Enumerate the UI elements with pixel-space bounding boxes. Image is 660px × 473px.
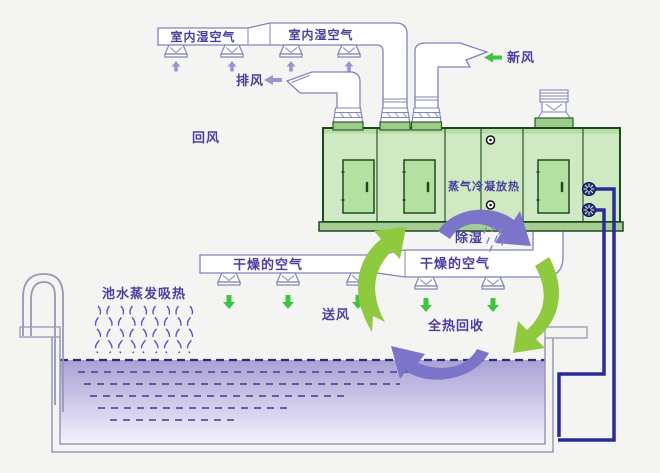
supply-diffuser bbox=[481, 276, 505, 290]
flow-arrows bbox=[357, 209, 559, 380]
duct-cone-joints bbox=[247, 23, 271, 45]
label-total-heat-recovery: 全热回收 bbox=[427, 318, 484, 334]
unit-fresh-air-louver bbox=[534, 89, 574, 129]
pool-deck-right bbox=[544, 326, 588, 339]
evaporation-purple-arrow bbox=[391, 346, 489, 380]
label-return-air: 回风 bbox=[192, 131, 220, 146]
heat-recovery-green-arrow bbox=[513, 257, 559, 353]
supply-diffuser bbox=[414, 276, 438, 290]
unit-access-door bbox=[340, 158, 376, 215]
dry-air-duct bbox=[199, 225, 564, 278]
condensate-droplets bbox=[483, 225, 505, 252]
return-grille bbox=[164, 44, 188, 58]
unit-access-door bbox=[535, 158, 571, 215]
return-grille bbox=[279, 44, 303, 58]
air-handling-unit bbox=[318, 89, 624, 232]
return-grille bbox=[220, 44, 244, 58]
condenser-pipes bbox=[557, 187, 616, 442]
duct-collar bbox=[379, 121, 411, 131]
label-fresh-air: 新风 bbox=[507, 50, 535, 66]
supply-diffuser bbox=[217, 272, 241, 286]
sensor-port bbox=[485, 200, 496, 210]
riser-joint bbox=[415, 96, 438, 101]
evaporation-steam-squiggles bbox=[94, 305, 194, 354]
duct-collar bbox=[410, 121, 443, 131]
condenser-pipe-fitting bbox=[581, 181, 597, 197]
label-dehumidify: 除湿 bbox=[455, 230, 483, 246]
return-up-arrow bbox=[286, 61, 296, 72]
label-pool-evaporation-heat: 池水蒸发吸热 bbox=[102, 286, 186, 302]
pool-ladder bbox=[22, 273, 64, 412]
sensor-port bbox=[485, 135, 496, 145]
flex-connector bbox=[332, 107, 364, 123]
water-wave-lines bbox=[78, 371, 420, 421]
return-grille bbox=[337, 44, 361, 58]
condenser-pipe-fitting bbox=[581, 202, 597, 218]
unit-top-strip bbox=[324, 129, 619, 134]
fresh-air-hood bbox=[414, 42, 489, 123]
supply-rise-green-arrow bbox=[357, 227, 406, 332]
return-up-arrow bbox=[344, 61, 354, 72]
supply-diffuser bbox=[276, 272, 300, 286]
supply-down-arrow bbox=[223, 295, 235, 309]
flex-connector bbox=[379, 107, 411, 123]
pool-walls bbox=[51, 335, 554, 453]
label-exhaust-air: 排风 bbox=[236, 73, 264, 89]
riser-joint bbox=[383, 98, 407, 103]
exhaust-hood-vane bbox=[291, 75, 310, 83]
exhaust-direction-arrow bbox=[264, 75, 282, 85]
flex-connector bbox=[411, 107, 442, 123]
return-up-arrow bbox=[227, 61, 237, 72]
label-dry-air-right: 干燥的空气 bbox=[420, 256, 490, 272]
labels: 室内湿空气 室内湿空气 排风 回风 新风 蒸气冷凝放热 除湿 干燥的空气 干燥的… bbox=[102, 27, 535, 334]
duct-collar bbox=[332, 121, 364, 131]
dehumidify-purple-arrow bbox=[438, 209, 531, 246]
pool-deck-left bbox=[19, 326, 61, 338]
supply-down-arrow bbox=[420, 298, 432, 312]
unit-section-dividers bbox=[376, 128, 584, 222]
label-supply-air: 送风 bbox=[321, 307, 350, 323]
fresh-air-hood-assembly bbox=[414, 42, 502, 123]
label-steam-condensation-heat: 蒸气冷凝放热 bbox=[448, 179, 520, 193]
return-up-arrow bbox=[171, 61, 181, 72]
supply-down-arrow bbox=[487, 298, 499, 312]
unit-access-door bbox=[401, 158, 437, 215]
label-dry-air-left: 干燥的空气 bbox=[233, 257, 303, 273]
label-indoor-humid-air-left: 室内湿空气 bbox=[170, 29, 235, 44]
supply-down-arrow bbox=[282, 295, 294, 309]
fresh-air-arrow bbox=[484, 52, 502, 63]
label-indoor-humid-air-right: 室内湿空气 bbox=[288, 27, 353, 42]
